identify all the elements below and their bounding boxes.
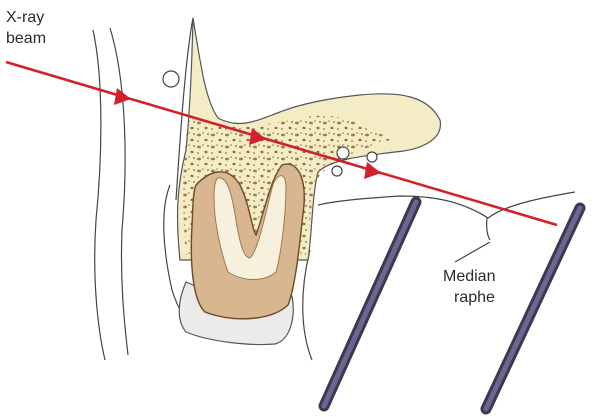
xray-beam-label-line1: X-ray: [6, 9, 44, 26]
xray-beam-label-line2: beam: [6, 30, 46, 47]
film-holder-bars: [324, 202, 580, 409]
median-raphe-label-line2: raphe: [454, 289, 495, 306]
median-raphe-label-line1: Median: [443, 268, 495, 285]
palate-outline: [318, 192, 575, 262]
